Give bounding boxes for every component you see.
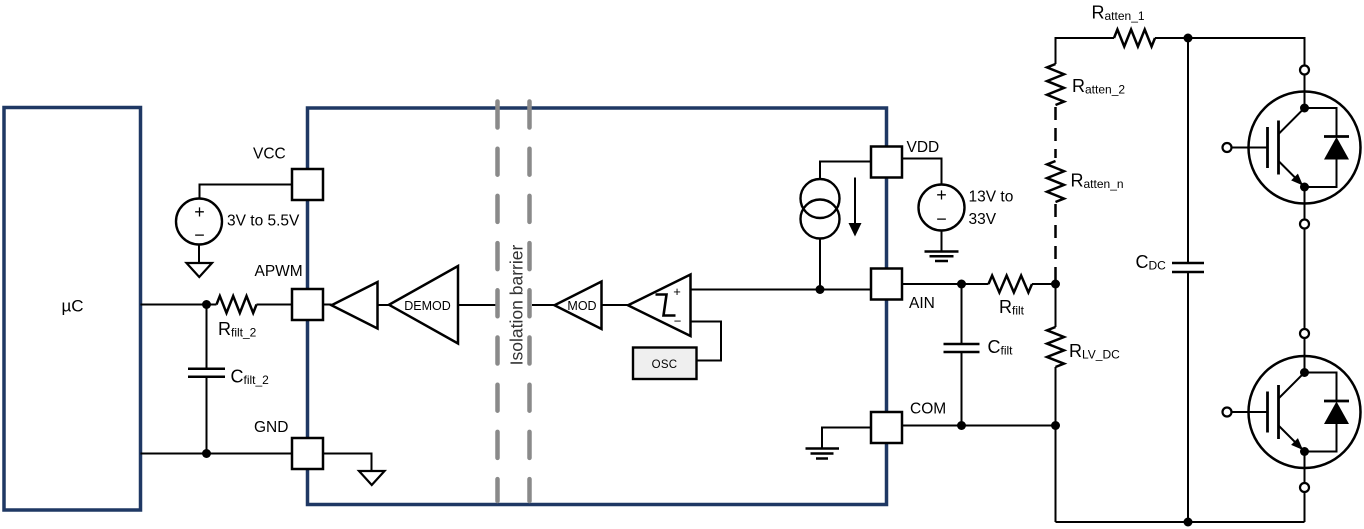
pin-label-vcc: VCC (253, 146, 286, 163)
pin-label-vdd: VDD (907, 139, 940, 156)
junction-current-source (815, 285, 825, 294)
capacitor-c-dc (1172, 261, 1204, 274)
vcc-supply-ground-icon (184, 261, 215, 279)
vcc-supply-plus: + (194, 202, 205, 222)
igbt-low-diode-wire (1304, 371, 1338, 453)
terminal-lower-collector (1298, 327, 1311, 340)
terminal-bottom (1298, 481, 1311, 494)
com-ground-icon (805, 447, 839, 460)
microcontroller-box (2, 105, 143, 512)
resistor-r-lv-dc (1043, 325, 1068, 369)
resistor-r-atten-1 (1112, 26, 1157, 50)
comparator-osc-wire (690, 320, 722, 362)
vdd-supply-range-line1: 13V to (969, 189, 1014, 206)
comparator-hysteresis-icon (655, 293, 676, 317)
igbt-low-emitter-arrow (1291, 438, 1303, 450)
vdd-supply-plus: + (936, 185, 947, 205)
top-bus-wire (1054, 37, 1306, 66)
demod-label: DEMOD (404, 299, 451, 313)
igbt-high-diode-wire (1304, 107, 1338, 188)
label-r-lv-dc: RLV_DC (1069, 341, 1120, 362)
pin-label-ain: AIN (909, 295, 935, 312)
label-r-atten-2: Ratten_2 (1072, 76, 1125, 97)
pin-vdd (869, 145, 904, 179)
label-c-filt-2: Cfilt_2 (231, 367, 270, 388)
label-r-atten-1: Ratten_1 (1092, 3, 1145, 24)
igbt-high-emitter-arrow (1291, 173, 1303, 186)
pin-label-com: COM (910, 401, 946, 418)
vdd-supply-wire (902, 157, 943, 184)
igbt-low-gate-terminal (1221, 406, 1233, 418)
pin-vcc (290, 167, 325, 202)
terminal-top (1298, 64, 1311, 76)
pin-ain (869, 267, 904, 301)
osc-label: OSC (652, 359, 678, 371)
igbt-high-collector-junction (1300, 103, 1309, 113)
resistor-r-atten-n (1043, 159, 1068, 204)
vdd-supply-range-line2: 33V (969, 211, 997, 228)
current-arrow-head (848, 223, 862, 237)
vdd-supply-minus: − (936, 209, 947, 229)
vdd-supply-ground-icon (924, 250, 959, 263)
microcontroller-label: µC (62, 297, 84, 316)
igbt-high-collector-wire (1277, 91, 1306, 135)
igbt-low-emitter-junction (1300, 447, 1309, 456)
igbt-low-side (1221, 354, 1362, 470)
gnd-pin-ground-icon (356, 469, 387, 487)
comparator-plus: + (673, 284, 681, 299)
vcc-supply-minus: − (194, 225, 205, 245)
com-ground-wire (821, 426, 871, 448)
buffer-triangle (328, 279, 379, 331)
igbt-high-diode-triangle (1324, 137, 1349, 160)
igbt-high-emitter-junction (1300, 182, 1309, 192)
comparator-triangle (625, 272, 692, 339)
pin-com (869, 410, 904, 445)
label-r-filt: Rfilt (999, 297, 1025, 318)
igbt-high-gate-terminal (1221, 141, 1233, 154)
igbt-low-collector-wire (1277, 356, 1306, 400)
current-source-circle-top (799, 177, 841, 220)
igbt-low-collector-junction (1300, 368, 1309, 377)
isolation-barrier-label: Isolation barrier (507, 245, 527, 366)
gnd-pin-ground-wire (323, 452, 373, 471)
label-c-dc: CDC (1136, 252, 1167, 273)
label-c-filt: Cfilt (988, 337, 1014, 358)
igbt-low-diode-triangle (1324, 401, 1349, 424)
capacitor-c-filt-2 (188, 367, 225, 378)
comparator-minus: − (674, 314, 682, 329)
vcc-supply-wire (198, 183, 292, 199)
pin-label-gnd: GND (254, 419, 288, 436)
pin-gnd (290, 436, 325, 471)
resistor-r-filt (987, 272, 1034, 296)
label-r-filt-2: Rfilt_2 (218, 319, 257, 340)
resistor-r-filt-2 (215, 292, 258, 317)
igbt-high-side (1221, 90, 1362, 205)
resistor-r-atten-2 (1043, 62, 1068, 107)
current-source-top-wire (819, 160, 871, 179)
capacitor-c-filt (943, 342, 980, 354)
vcc-supply-range: 3V to 5.5V (227, 213, 300, 230)
pin-apwm (290, 287, 325, 322)
terminal-upper-emitter (1298, 218, 1311, 230)
osc-box (631, 346, 698, 381)
pin-label-apwm: APWM (255, 263, 303, 280)
label-r-atten-n: Ratten_n (1071, 171, 1124, 192)
mod-label: MOD (567, 299, 596, 313)
